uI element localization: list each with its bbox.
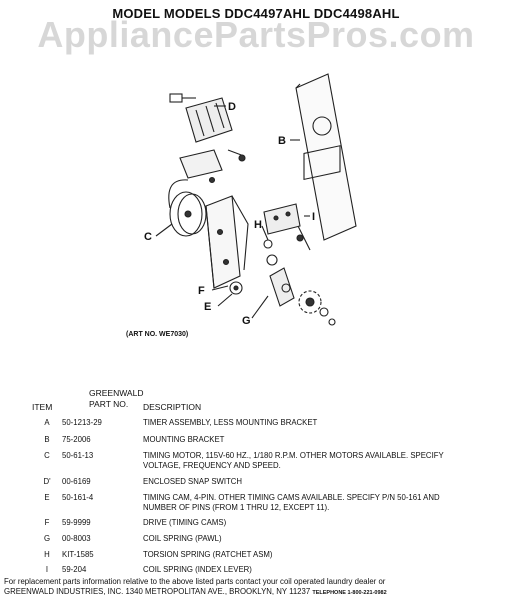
footer-line-1: For replacement parts information relati… [4,577,386,586]
switch-screw-part [227,149,246,162]
mounting-bracket-part [295,73,357,241]
footer-line-2: GREENWALD INDUSTRIES, INC. 1340 METROPOL… [4,587,508,599]
footer-note: For replacement parts information relati… [4,577,508,598]
item-cell: B [44,435,50,444]
bracket-window [303,145,341,181]
description-cell: ENCLOSED SNAP SWITCH [143,477,243,486]
part-cell: KIT-1585 [62,550,94,559]
torsion-spring-part [263,239,278,266]
callout-i: I [312,211,315,223]
item-cell: G [43,534,51,543]
art-number: (ART NO. WE7030) [126,331,189,338]
timer-frame-part [205,195,249,289]
description-cell: TIMING CAM, 4-PIN. OTHER TIMING CAMS AVA… [143,493,440,512]
part-cell: 50-1213-29 [62,418,102,427]
callout-f: F [198,285,205,297]
exploded-parts-diagram: D B C H I F E G [144,73,357,327]
description-cell: COIL SPRING (INDEX LEVER) [143,565,252,574]
footer-address: GREENWALD INDUSTRIES, INC. 1340 METROPOL… [4,586,311,596]
callout-g: G [242,315,251,327]
item-cell: A [44,418,50,427]
description-cell: TORSION SPRING (RATCHET ASM) [143,550,273,559]
item-cell: F [44,518,50,527]
part-cell: 59-204 [62,565,87,574]
header-part-no: PART NO. [89,399,129,409]
callout-e: E [204,301,211,313]
description-cell: TIMER ASSEMBLY, LESS MOUNTING BRACKET [143,418,318,427]
header-item: ITEM [32,402,53,412]
item-cell: C [44,451,50,460]
part-cell: 75-2006 [62,435,91,444]
part-cell: 00-8003 [62,534,91,543]
callout-h: H [254,219,262,231]
switch-bracket-part [179,149,223,184]
index-lever-part [263,203,311,251]
part-cell: 00-6169 [62,477,91,486]
part-cell: 50-61-13 [62,451,94,460]
description-cell: DRIVE (TIMING CAMS) [143,518,227,527]
item-cell: I [45,565,49,574]
description-cell: MOUNTING BRACKET [143,435,225,444]
drive-part [229,281,243,295]
item-cell: H [44,550,50,559]
part-cell: 50-161-4 [62,493,94,502]
description-cell: TIMING MOTOR, 115V-60 HZ., 1/180 R.P.M. … [143,451,444,470]
page-title: MODEL MODELS DDC4497AHL DDC4498AHL [112,6,400,21]
timing-cam-part [298,290,336,326]
bracket-hole [312,116,332,136]
callout-d: D [228,101,236,113]
header-description: DESCRIPTION [143,402,202,412]
header-greenwald: GREENWALD [89,388,144,398]
description-cell: COIL SPRING (PAWL) [143,534,222,543]
ratchet-part [269,267,295,307]
footer-phone: TELEPHONE 1-800-221-0982 [312,589,387,596]
item-cell: D' [43,477,51,486]
part-cell: 59-9999 [62,518,91,527]
callout-c: C [144,231,152,243]
callout-b: B [278,135,286,147]
item-cell: E [44,493,50,502]
timing-motor-part [168,179,207,237]
snap-switch-part [169,93,233,143]
